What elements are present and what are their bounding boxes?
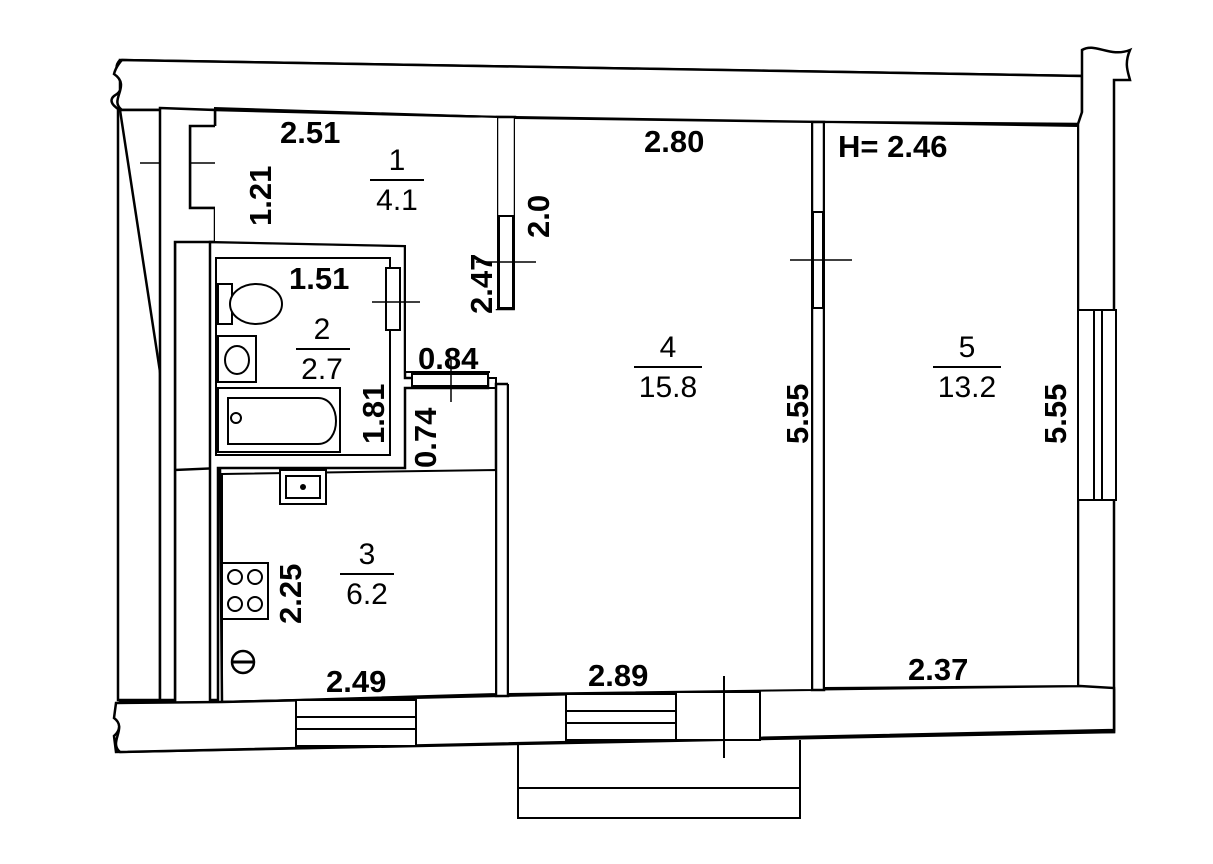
gas-meter-icon: [230, 649, 256, 675]
room-5-floor: [824, 122, 1078, 688]
dim-room5-depth: 5.55: [1038, 384, 1073, 444]
room-2-area: 2.7: [301, 353, 343, 386]
window-room5: [1077, 309, 1117, 501]
dim-room4-top: 2.80: [644, 124, 704, 159]
room-2-number: 2: [314, 313, 331, 346]
outline-room-3: [221, 468, 497, 704]
washbasin-icon: [217, 335, 257, 383]
dim-kitchen-depth: 2.25: [273, 564, 308, 624]
dim-door-offset: 2.0: [521, 195, 556, 238]
window-room4: [565, 693, 677, 741]
room-3-number: 3: [359, 538, 376, 571]
dim-room4-bottom: 2.89: [588, 658, 648, 693]
window-kitchen: [295, 699, 417, 747]
room-1-area: 4.1: [376, 184, 418, 217]
room-interiors: [215, 117, 1078, 700]
room-5-area: 13.2: [938, 371, 996, 404]
outline-room-5: [823, 120, 1079, 690]
top-wall-body: [112, 58, 1084, 126]
toilet-icon: [217, 283, 283, 325]
outline-room-1: [214, 106, 498, 373]
room-5-number: 5: [959, 331, 976, 364]
dim-kitchen-width: 2.49: [326, 664, 386, 699]
dim-bath-depth: 1.81: [356, 384, 391, 444]
kitchen-sink-icon: [279, 469, 327, 505]
ceiling-height-label: H= 2.46: [838, 129, 947, 164]
dim-bath-width: 1.51: [289, 261, 349, 296]
dim-closet-width: 0.84: [418, 341, 479, 376]
dim-room4-depth: 5.55: [780, 384, 815, 444]
room-3-floor: [224, 470, 496, 700]
stove-icon: [221, 562, 269, 620]
windows: [295, 309, 1117, 758]
room-4-area: 15.8: [639, 371, 697, 404]
room-1-number: 1: [389, 144, 406, 177]
wall-kitchen-room4: [494, 382, 510, 698]
dim-room5-bottom: 2.37: [908, 652, 968, 687]
outline-room-2: [215, 257, 391, 456]
balcony-door: [675, 676, 761, 758]
outline-room-4: [507, 117, 813, 696]
bathtub-icon: [217, 387, 341, 453]
dim-hall-width: 2.51: [280, 115, 340, 150]
dim-hall-side: 2.47: [464, 254, 499, 314]
room-3-area: 6.2: [346, 578, 388, 611]
dim-hall-depth: 1.21: [243, 166, 278, 226]
balcony: [517, 740, 801, 819]
doors: [372, 211, 852, 402]
labels: H= 2.46 1 4.1 2 2.7 3 6.2 4 15.8 5 13.2 …: [243, 115, 1073, 699]
room-4-number: 4: [660, 331, 677, 364]
room-4-floor: [508, 118, 812, 694]
dim-closet-depth: 0.74: [408, 407, 443, 468]
room-outlines: [214, 106, 1079, 704]
